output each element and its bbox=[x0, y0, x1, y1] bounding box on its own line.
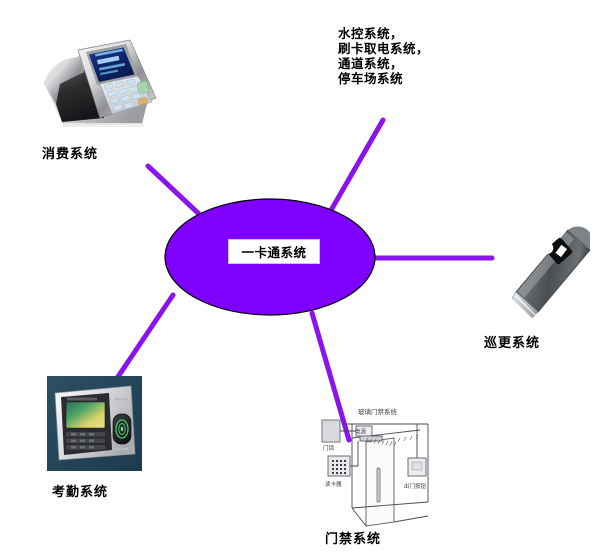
door-schematic-power-label: 电源 bbox=[355, 428, 367, 436]
door-schematic-reader-label: 读卡器 bbox=[325, 480, 342, 488]
connector-access-control bbox=[309, 310, 352, 443]
label-attendance-system: 考勤系统 bbox=[52, 485, 109, 500]
pos-terminal-icon bbox=[44, 39, 157, 127]
label-water-power-gate-parking-systems: 水控系统， 刷卡取电系统， 通道系统， 停车场系统 bbox=[338, 26, 430, 86]
connector-consumption bbox=[145, 163, 202, 217]
center-hub-label: 一卡通系统 bbox=[228, 239, 320, 264]
spoke-connectors bbox=[102, 117, 495, 443]
label-patrol-system: 巡更系统 bbox=[484, 336, 541, 351]
patrol-wand-icon bbox=[511, 226, 591, 319]
label-consumption-system: 消费系统 bbox=[42, 147, 99, 162]
label-access-control-system: 门禁系统 bbox=[325, 532, 382, 547]
connector-water-power-gate-parking bbox=[327, 117, 386, 215]
attendance-terminal-icon bbox=[47, 376, 142, 471]
door-schematic-lock-label: 门锁 bbox=[323, 444, 335, 452]
door-schematic-button-label: 出门按钮 bbox=[404, 482, 427, 490]
door-schematic-title: 玻璃门禁系统 bbox=[358, 407, 398, 416]
door-schematic-icon: 玻璃门禁系统 电源 门锁 读卡器 出门按钮 bbox=[321, 407, 429, 527]
